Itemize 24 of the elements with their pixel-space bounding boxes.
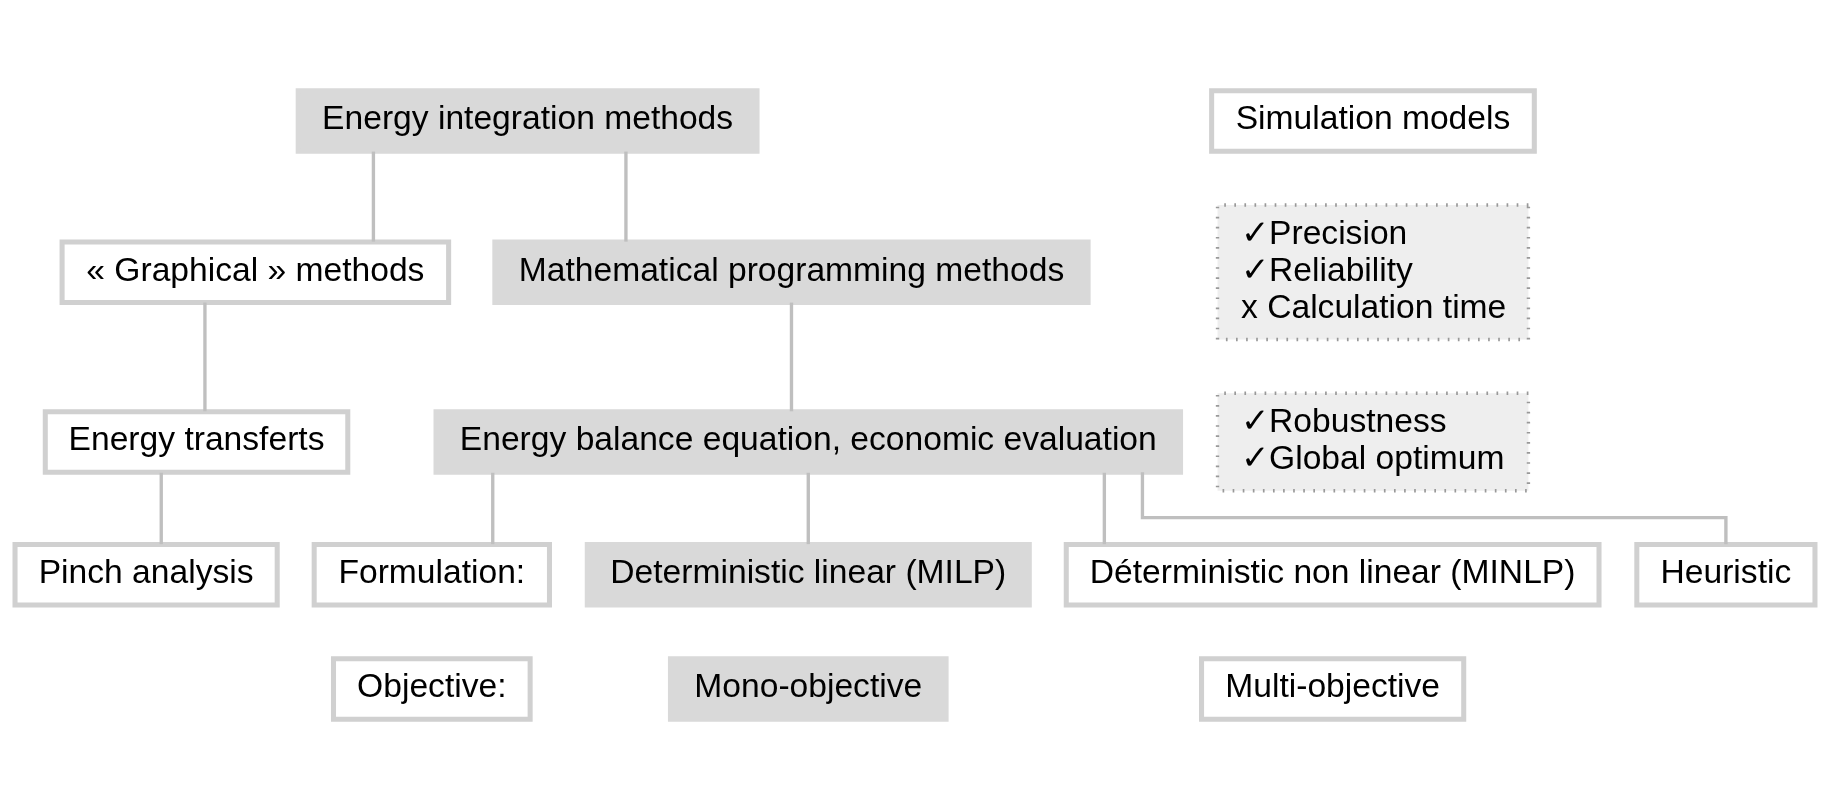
connector [789, 302, 794, 412]
connector [624, 151, 628, 242]
node-box: ✓Robustness ✓Global optimum [1215, 391, 1531, 493]
node-box: Objective: [331, 656, 533, 722]
node-box: Simulation models [1209, 88, 1537, 154]
node-box: ✓Precision ✓Reliability x Calculation time [1215, 203, 1531, 342]
node-box: Energy balance equation, economic evaluation [433, 409, 1184, 475]
node-box: Energy transferts [42, 409, 351, 475]
node-box: Déterministic non linear (MINLP) [1063, 541, 1602, 608]
connector [1102, 472, 1107, 545]
node-box: Mathematical programming methods [492, 239, 1091, 305]
node-box: Energy integration methods [295, 88, 760, 154]
node-box: Pinch analysis [12, 541, 280, 608]
connector [203, 302, 207, 412]
node-box: « Graphical » methods [59, 239, 452, 305]
node-box: Formulation: [311, 541, 552, 608]
connector [491, 472, 495, 545]
connector [159, 472, 163, 545]
connector [371, 151, 376, 242]
node-box: Heuristic [1634, 541, 1818, 608]
node-box: Deterministic linear (MILP) [584, 541, 1032, 608]
node-box: Mono-objective [667, 656, 949, 722]
connector [806, 472, 810, 545]
node-box: Multi-objective [1199, 656, 1467, 722]
